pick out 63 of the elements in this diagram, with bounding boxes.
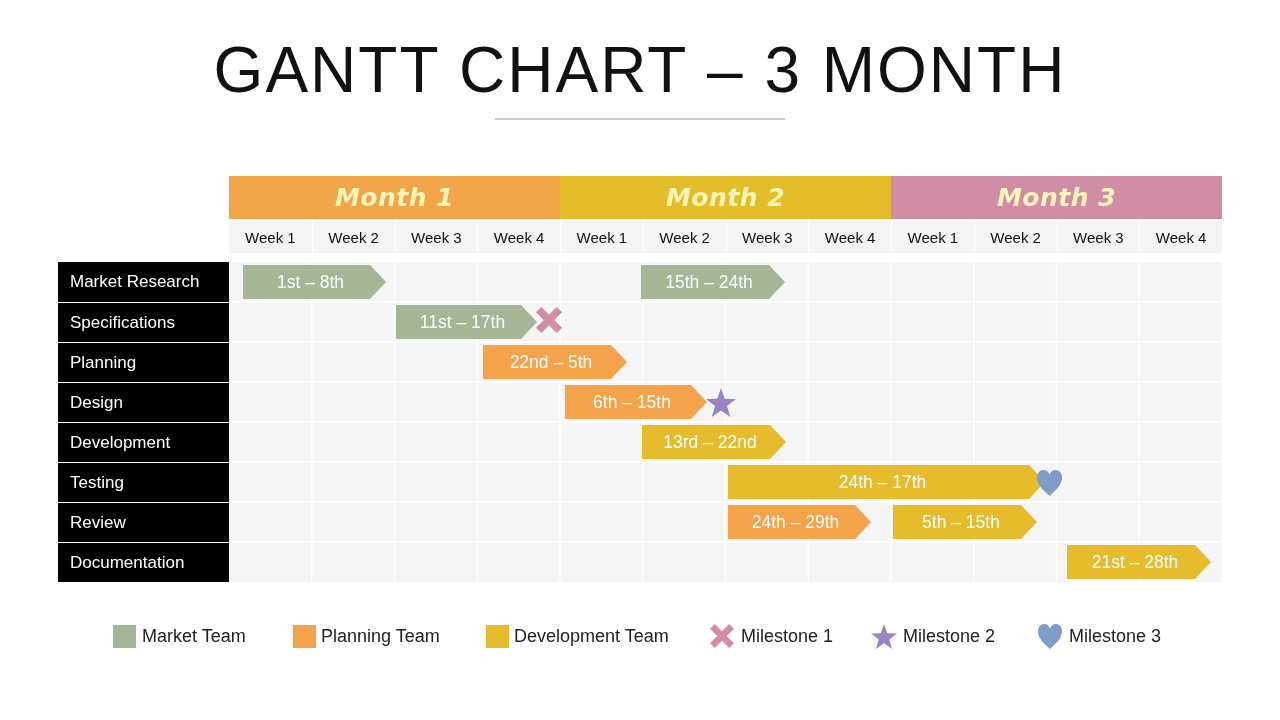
week-label: Week 2 [659,228,710,246]
month-header [560,176,891,219]
month-label: Month 3 [996,183,1117,212]
date-range: 11st – 17th [419,311,506,333]
week-label: Week 1 [245,228,296,246]
cross-icon [536,307,562,333]
legend-label: Milestone 2 [903,625,996,648]
week-label: Week 3 [1073,228,1124,246]
task-name: Planning [70,352,137,373]
week-label: Week 2 [328,228,379,246]
month-label: Month 2 [665,183,786,212]
legend-label: Development Team [514,625,669,648]
task-bar [565,385,707,419]
task-header [58,383,229,422]
month-label: Month 1 [334,183,455,212]
task-bar [483,345,627,379]
legend-label: Market Team [142,625,246,648]
task-header [58,303,229,342]
task-name: Documentation [70,552,185,573]
task-bar [893,505,1037,539]
task-header [58,463,229,502]
week-label: Week 2 [990,228,1041,246]
date-range: 24th – 17th [838,471,927,493]
task-name: Design [70,392,123,413]
task-name: Development [70,432,171,453]
task-name: Testing [70,472,124,493]
date-range: 1st – 8th [276,271,345,293]
task-bar [396,305,537,339]
week-label: Week 4 [824,228,876,246]
date-range: 5th – 15th [922,511,1000,533]
star-icon [706,387,736,417]
date-range: 15th – 24th [665,271,753,293]
task-bar [642,425,786,459]
legend-label: Planning Team [321,625,440,648]
date-range: 24th – 29th [751,511,840,533]
task-bar [728,505,871,539]
date-range: 6th – 15th [593,391,671,413]
week-label: Week 3 [411,228,462,246]
week-label: Week 1 [907,228,959,246]
task-bar [641,265,785,299]
task-header [58,423,229,462]
task-bar [243,265,386,299]
legend-label: Milestone 3 [1069,625,1162,648]
task-name: Review [70,512,126,533]
task-header [58,343,229,382]
date-range: 13rd – 22nd [663,431,757,453]
legend-label: Milestone 1 [741,625,834,648]
week-label: Week 3 [742,228,793,246]
task-header [58,262,229,302]
task-name: Market Research [70,272,200,292]
title: GANTT CHART – 3 MONTH [213,38,1067,102]
task-header [58,503,229,542]
date-range: 22nd – 5th [509,351,593,373]
week-label: Week 1 [576,228,628,246]
task-bar [1067,545,1211,579]
task-name: Specifications [70,312,175,333]
heart-icon [1036,470,1062,496]
date-range: 21st – 28th [1091,551,1179,573]
task-header [58,543,229,582]
month-header [229,176,560,219]
week-label: Week 4 [493,228,545,246]
week-label: Week 4 [1155,228,1207,246]
month-header [891,176,1222,219]
